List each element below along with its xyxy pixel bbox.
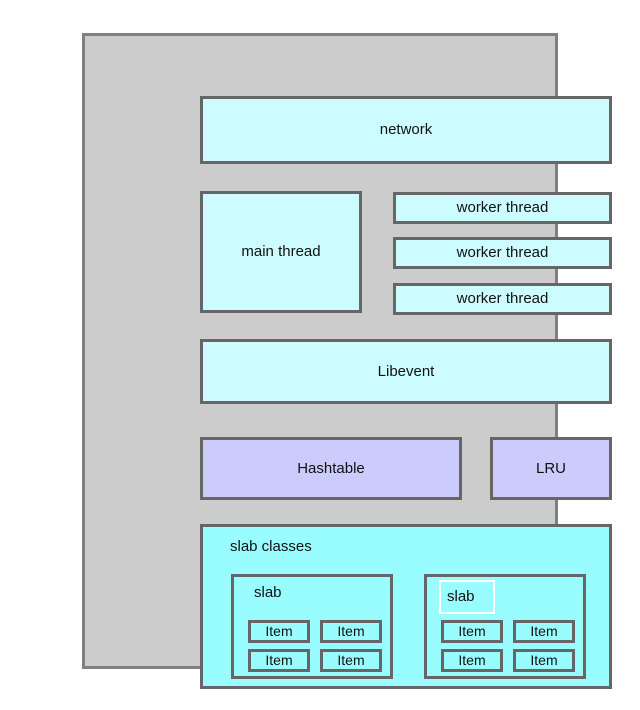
item-box-1-0[interactable]: Item [441, 620, 503, 643]
item-box-1-1[interactable]: Item [513, 620, 575, 643]
worker-thread-label-0: worker thread [456, 199, 549, 217]
item-box-0-3[interactable]: Item [320, 649, 382, 672]
slab-label-1[interactable]: slab [439, 580, 495, 614]
slab-box-1[interactable]: slab Item Item Item Item [424, 574, 586, 679]
item-box-0-2[interactable]: Item [248, 649, 310, 672]
worker-thread-label-1: worker thread [456, 244, 549, 262]
item-box-1-3[interactable]: Item [513, 649, 575, 672]
item-label-0-2: Item [265, 652, 293, 669]
lru-label: LRU [535, 459, 566, 477]
item-box-0-1[interactable]: Item [320, 620, 382, 643]
libevent-label: Libevent [377, 362, 435, 380]
libevent-box[interactable]: Libevent [200, 339, 612, 404]
main-thread-label: main thread [241, 243, 321, 261]
item-label-0-1: Item [337, 623, 365, 640]
hashtable-box[interactable]: Hashtable [200, 437, 462, 500]
hashtable-label: Hashtable [297, 459, 365, 477]
item-label-1-3: Item [530, 652, 558, 669]
item-label-1-1: Item [530, 623, 558, 640]
lru-box[interactable]: LRU [490, 437, 612, 500]
network-box[interactable]: network [200, 96, 612, 164]
worker-thread-label-2: worker thread [456, 290, 549, 308]
worker-thread-box-2[interactable]: worker thread [393, 283, 612, 315]
item-box-0-0[interactable]: Item [248, 620, 310, 643]
item-box-1-2[interactable]: Item [441, 649, 503, 672]
slab-classes-box[interactable]: slab classes slab Item Item Item Item [200, 524, 612, 689]
item-label-1-0: Item [458, 623, 486, 640]
slab-classes-title: slab classes [230, 538, 312, 555]
worker-thread-box-1[interactable]: worker thread [393, 237, 612, 269]
worker-thread-box-0[interactable]: worker thread [393, 192, 612, 224]
architecture-container: network main thread worker thread worker… [82, 33, 612, 689]
slab-box-0[interactable]: slab Item Item Item Item [231, 574, 393, 679]
item-label-0-3: Item [337, 652, 365, 669]
main-thread-box[interactable]: main thread [200, 191, 362, 313]
item-label-1-2: Item [458, 652, 486, 669]
item-label-0-0: Item [265, 623, 293, 640]
network-label: network [379, 121, 433, 139]
slab-label-0: slab [254, 584, 282, 601]
